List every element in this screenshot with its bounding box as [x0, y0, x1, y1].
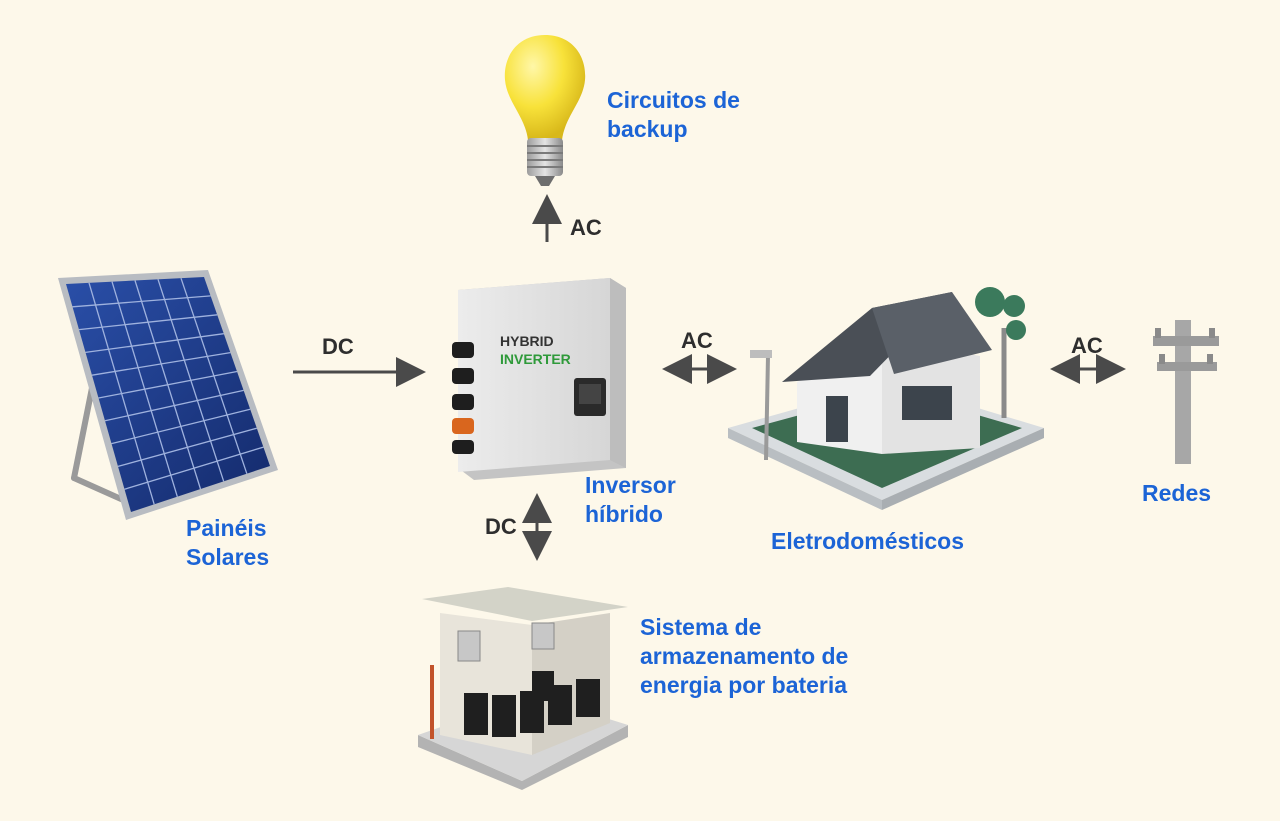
edge-label-appliances-grid: AC [1071, 333, 1103, 358]
edge-label-inverter-backup: AC [570, 215, 602, 240]
solar-panel-icon [58, 270, 278, 520]
hybrid-inverter-icon: HYBRID INVERTER [452, 278, 626, 480]
inverter-brand-text-1: HYBRID [500, 333, 554, 349]
hybrid-inverter-label: Inversor híbrido [585, 472, 676, 527]
backup-circuits-label: Circuitos de backup [607, 87, 740, 142]
edge-label-inverter-appliances: AC [681, 328, 713, 353]
light-bulb-icon [504, 35, 586, 186]
grid-label: Redes [1142, 480, 1212, 506]
battery-storage-label: Sistema de armazenamento de energia por … [640, 614, 849, 698]
appliances-label: Eletrodomésticos [771, 528, 964, 554]
utility-pole-icon [1153, 320, 1219, 464]
inverter-brand-text-2: INVERTER [500, 351, 571, 367]
battery-storage-icon [418, 587, 628, 790]
edge-label-solar-inverter: DC [322, 334, 354, 359]
edge-label-inverter-battery: DC [485, 514, 517, 539]
house-icon [728, 287, 1044, 510]
solar-panels-label: Painéis Solares [186, 515, 270, 570]
